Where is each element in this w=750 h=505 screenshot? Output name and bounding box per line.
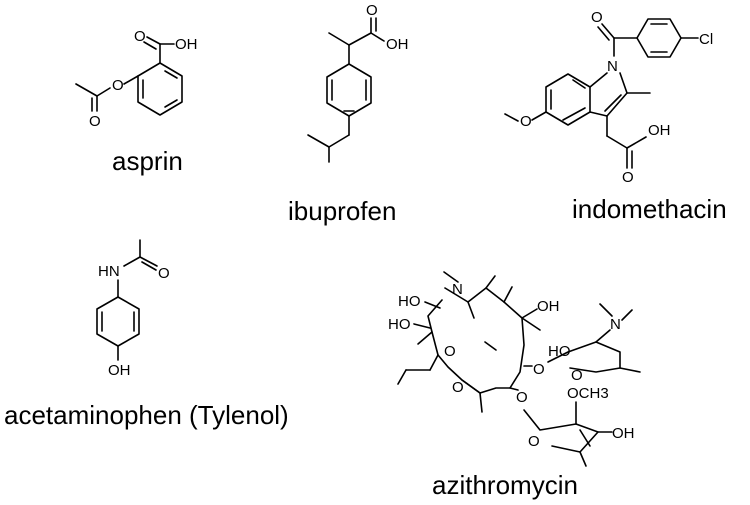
indomethacin-oh: OH [648, 122, 671, 139]
azithromycin-sugar1 [547, 341, 621, 373]
indomethacin-bond [531, 111, 547, 121]
aspirin-bond [96, 87, 111, 97]
aspirin-o-ester: O [112, 77, 124, 94]
indomethacin-bond [589, 72, 608, 88]
azithromycin-methyl [484, 341, 497, 351]
azithromycin-oh1: HO [398, 293, 421, 310]
aspirin-bond [143, 41, 157, 50]
acetaminophen-bond [123, 256, 141, 267]
azithromycin-o-sugar-ring2: O [528, 433, 540, 450]
ibuprofen-bond [328, 32, 350, 46]
indomethacin-double [572, 79, 586, 89]
ibuprofen-bond [348, 32, 372, 46]
indomethacin-o-carbonyl1: O [591, 9, 603, 26]
ibuprofen-ring [326, 63, 372, 117]
azithromycin-och3: OCH3 [567, 385, 609, 402]
azithromycin-n-ring: N [452, 281, 463, 298]
azithromycin-oh3: OH [537, 298, 560, 315]
azithromycin-o-carbonyl: O [452, 379, 464, 396]
azithromycin-sugar2 [523, 409, 599, 453]
aspirin-name: asprin [112, 146, 183, 176]
indomethacin-double [562, 107, 586, 121]
indomethacin-double [604, 94, 622, 112]
azithromycin-bond [521, 308, 538, 319]
azithromycin-bond [413, 323, 431, 329]
azithromycin-n-methyl [621, 309, 633, 321]
azithromycin-methyl [579, 451, 587, 467]
indomethacin-bond [619, 72, 628, 94]
azithromycin-bond [424, 301, 441, 309]
ibuprofen-bond [307, 134, 330, 148]
azithromycin-name: azithromycin [432, 470, 578, 500]
acetaminophen-name: acetaminophen (Tylenol) [4, 400, 289, 430]
azithromycin-oh2: HO [388, 316, 411, 333]
azithromycin-methyl [467, 301, 475, 319]
indomethacin-bond [597, 26, 610, 41]
azithromycin-bond [429, 354, 439, 371]
indomethacin-cl: Cl [699, 31, 713, 48]
ibuprofen-name: ibuprofen [288, 196, 396, 226]
azithromycin-ethyl [397, 369, 407, 385]
acetaminophen-bond [139, 256, 158, 267]
indomethacin-bond [504, 113, 519, 122]
aspirin-ring-double1 [164, 70, 178, 79]
azithromycin-methyl [417, 331, 433, 345]
azithromycin-o-glyco1: O [533, 361, 545, 378]
acetaminophen-hn: HN [98, 263, 120, 280]
indomethacin-o-methoxy: O [520, 113, 532, 130]
indomethacin-bond [626, 136, 647, 149]
azithromycin-o-lactone: O [444, 343, 456, 360]
ibuprofen-bond [328, 134, 350, 148]
azithromycin-bond [595, 329, 611, 343]
azithromycin-methyl [503, 286, 513, 303]
aspirin-oh: OH [175, 36, 198, 53]
aspirin-structure: O OH O O asprin [75, 28, 198, 176]
aspirin-bond [75, 83, 98, 97]
azithromycin-methyl [521, 317, 541, 331]
indomethacin-name: indomethacin [572, 194, 727, 224]
indomethacin-bond [601, 23, 615, 39]
aspirin-ring-double2 [164, 99, 178, 108]
acetaminophen-o-carbonyl: O [158, 265, 170, 282]
azithromycin-n-methyl [443, 271, 459, 283]
azithromycin-methyl [479, 392, 483, 413]
acetaminophen-bond [141, 261, 157, 271]
indomethacin-bond [606, 92, 628, 117]
azithromycin-methyl [619, 367, 641, 373]
indomethacin-bond [589, 111, 608, 117]
aspirin-bond [123, 75, 139, 85]
azithromycin-oh-sugar2: OH [612, 425, 635, 442]
indomethacin-bond [606, 135, 628, 149]
aspirin-o-carbonyl1: O [134, 28, 146, 45]
indomethacin-structure: N O Cl O O OH indomethacin [504, 9, 727, 224]
ibuprofen-oh: OH [386, 36, 409, 53]
azithromycin-n-methyl [599, 303, 613, 317]
acetaminophen-ring [96, 296, 140, 347]
azithromycin-macrocycle [427, 287, 525, 394]
azithromycin-structure: N HO HO OH O O O O HO O N [388, 271, 641, 500]
azithromycin-o-glyco2: O [516, 389, 528, 406]
azithromycin-ho-sugar: HO [548, 343, 571, 360]
ibuprofen-o-carbonyl: O [366, 2, 378, 19]
azithromycin-bond [461, 379, 481, 394]
azithromycin-methyl [579, 429, 591, 447]
azithromycin-bond [485, 275, 496, 289]
aspirin-ring [137, 62, 183, 116]
acetaminophen-oh: OH [108, 362, 131, 379]
indomethacin-n: N [607, 58, 618, 75]
indomethacin-o-carbonyl2: O [622, 169, 634, 186]
ibuprofen-structure: O OH ibuprofen [288, 2, 409, 226]
aspirin-o-carbonyl2: O [89, 113, 101, 130]
ibuprofen-bond [370, 32, 385, 42]
azithromycin-o-sugar-ring: O [571, 367, 583, 384]
azithromycin-n-sugar: N [610, 316, 621, 333]
azithromycin-bond [509, 387, 519, 391]
acetaminophen-structure: HN O OH acetaminophen (Tylenol) [4, 239, 289, 430]
aspirin-bond [146, 36, 161, 45]
